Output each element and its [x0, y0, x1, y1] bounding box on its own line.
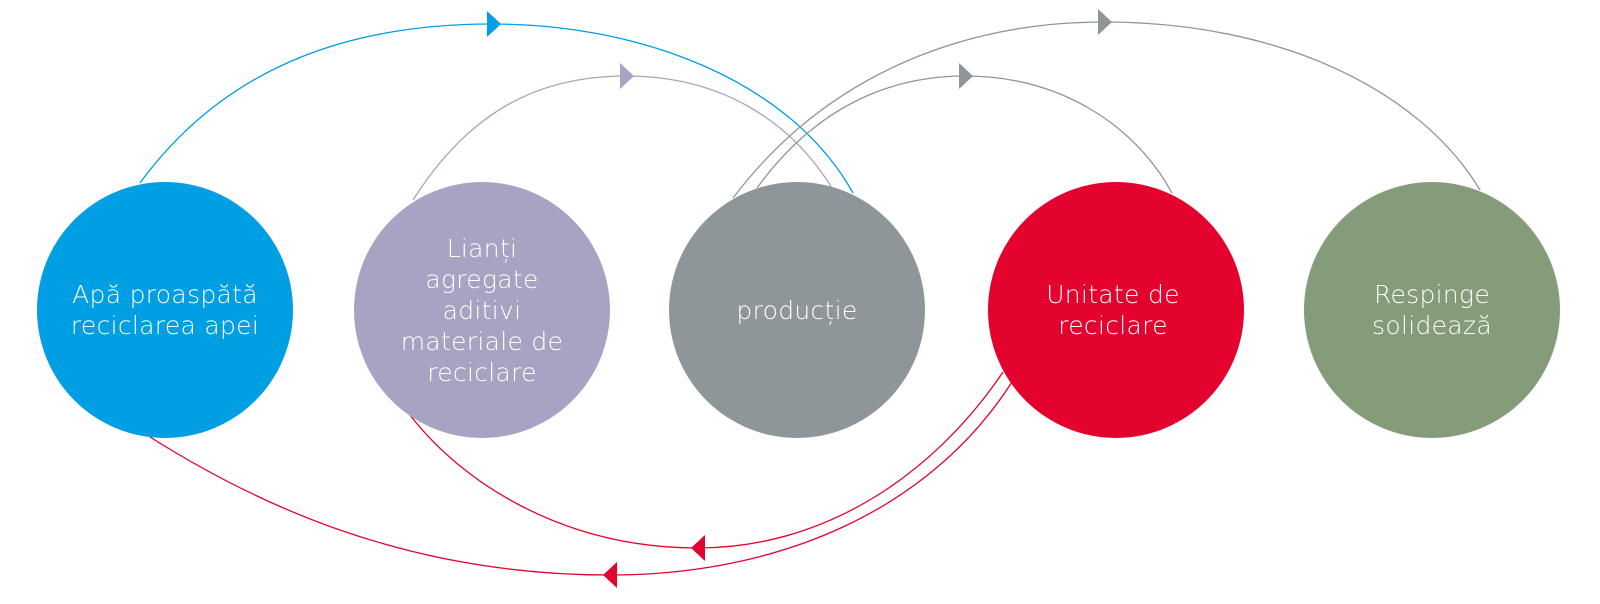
- label-line: reciclare: [1058, 311, 1168, 340]
- label-line: solidează: [1372, 311, 1492, 340]
- node-water-label: Apă proaspătă reciclarea apei: [45, 190, 285, 430]
- arrow-right-icon: [487, 11, 501, 37]
- node-recycling-circle: [988, 182, 1244, 438]
- node-production-circle: [669, 182, 925, 438]
- label-line: reciclare: [427, 357, 537, 387]
- label-line: producție: [736, 295, 858, 325]
- label-line: reciclarea apei: [70, 311, 260, 340]
- arrow-right-icon: [620, 63, 634, 89]
- node-production-label: producție: [677, 190, 917, 430]
- label-line: Apă proaspătă: [72, 280, 258, 309]
- arrow-right-icon: [1098, 9, 1112, 35]
- label-line: Lianți: [446, 233, 518, 263]
- node-materials-label: Lianți agregate aditivi materiale de rec…: [362, 190, 602, 430]
- arrow-left-icon: [691, 535, 705, 561]
- label-line: Unitate de: [1046, 280, 1180, 309]
- node-reject-circle: [1304, 182, 1560, 438]
- arrow-left-icon: [603, 562, 617, 588]
- flow-water-to-production: [139, 23, 854, 194]
- label-line: aditivi: [442, 295, 522, 325]
- node-reject-label: Respinge solidează: [1312, 190, 1552, 430]
- node-water-circle: [37, 182, 293, 438]
- arrow-right-icon: [959, 63, 973, 89]
- node-recycling-label: Unitate de reciclare: [993, 190, 1233, 430]
- node-materials-circle: [354, 182, 610, 438]
- flow-production-to-recycling: [756, 75, 1173, 194]
- label-line: agregate: [425, 264, 539, 294]
- label-line: materiale de: [400, 326, 564, 356]
- label-line: Respinge: [1373, 280, 1491, 309]
- flow-materials-to-production: [412, 75, 833, 201]
- flow-production-to-reject: [732, 21, 1481, 199]
